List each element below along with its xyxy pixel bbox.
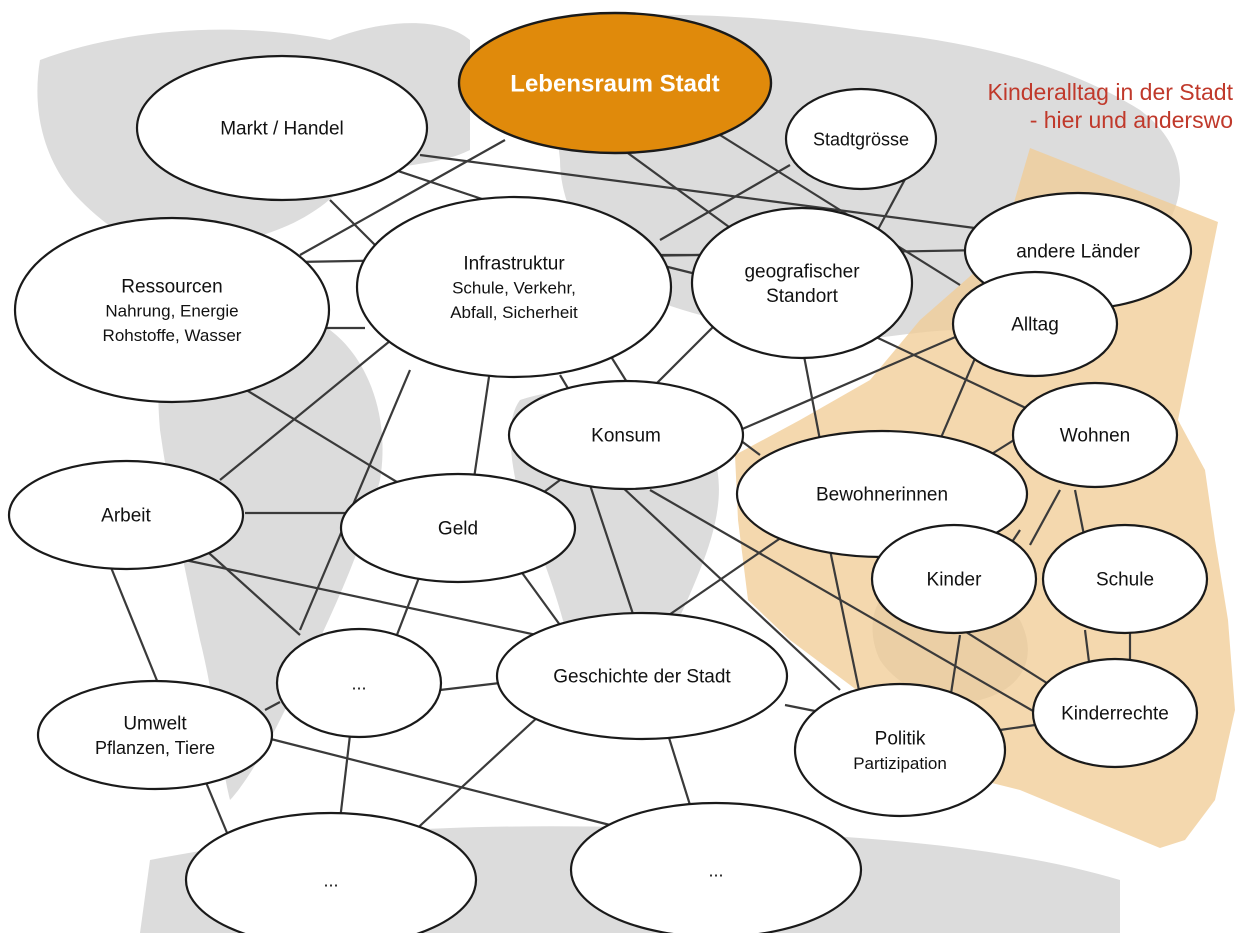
node-konsum[interactable]: Konsum: [507, 379, 745, 491]
edge: [409, 714, 541, 836]
node-placeholder-2[interactable]: ...: [184, 811, 478, 933]
node-label: Kinderrechte: [1061, 704, 1169, 725]
node-label: Kinder: [927, 570, 983, 591]
edge: [471, 369, 492, 486]
edge: [999, 723, 1036, 732]
edge: [828, 549, 862, 696]
node-label: Abfall, Sicherheit: [450, 303, 578, 322]
edge: [393, 574, 422, 641]
node-label: Ressourcen: [121, 276, 222, 297]
edge: [649, 489, 1041, 716]
node-label: Infrastruktur: [463, 253, 565, 274]
node-label: Wohnen: [1060, 426, 1130, 447]
node-label: Schule, Verkehr,: [452, 279, 576, 298]
edge: [649, 319, 721, 391]
node-wohnen[interactable]: Wohnen: [1011, 381, 1179, 489]
edge: [299, 139, 506, 256]
theme-line-1: Kinderalltag in der Stadt: [987, 79, 1234, 105]
node-label: Bewohnerinnen: [816, 485, 948, 506]
node-label: Markt / Handel: [220, 119, 344, 140]
node-label: ...: [351, 673, 366, 693]
node-placeholder-3[interactable]: ...: [569, 801, 863, 933]
node-label: ...: [323, 870, 338, 890]
edge: [954, 624, 1051, 686]
edge: [199, 544, 301, 636]
node-geschichte-der-stadt[interactable]: Geschichte der Stadt: [495, 611, 789, 741]
node-label: Geld: [438, 519, 478, 540]
node-label: Geschichte der Stadt: [553, 667, 731, 688]
node-stadtgroesse[interactable]: Stadtgrösse: [784, 87, 938, 191]
node-label: Arbeit: [101, 506, 151, 527]
edge: [588, 484, 642, 636]
node-label: Alltag: [1011, 315, 1059, 336]
edge: [298, 369, 412, 631]
edge: [739, 333, 961, 432]
edge: [254, 733, 611, 827]
node-geld[interactable]: Geld: [339, 472, 577, 584]
node-markt-handel[interactable]: Markt / Handel: [135, 54, 429, 202]
node-kinder[interactable]: Kinder: [870, 523, 1038, 635]
node-kinderrechte[interactable]: Kinderrechte: [1031, 657, 1199, 769]
node-placeholder-1[interactable]: ...: [275, 627, 443, 739]
edge: [419, 153, 991, 232]
node-label: Schule: [1096, 570, 1154, 591]
edge: [439, 681, 501, 692]
edge: [329, 199, 381, 251]
node-label: Nahrung, Energie: [105, 302, 238, 321]
node-label: Pflanzen, Tiere: [95, 738, 215, 758]
node-schule[interactable]: Schule: [1041, 523, 1209, 635]
edge: [1029, 489, 1061, 546]
node-label: Konsum: [591, 426, 661, 447]
node-label: Umwelt: [123, 713, 187, 734]
edge: [184, 558, 561, 642]
node-label: Politik: [875, 728, 926, 749]
edge: [649, 534, 786, 629]
node-label: ...: [708, 860, 723, 880]
edge: [338, 734, 352, 821]
edge: [519, 569, 561, 626]
node-label: geografischer: [744, 261, 860, 282]
edge: [679, 109, 961, 286]
theme-line-2: - hier und anderswo: [1029, 107, 1233, 133]
edge: [948, 634, 962, 701]
edge: [659, 164, 791, 241]
node-label: Standort: [766, 286, 839, 307]
node-label: Stadtgrösse: [813, 129, 909, 149]
node-label: andere Länder: [1016, 242, 1140, 263]
edge: [739, 439, 761, 456]
central-node-lebensraum-stadt[interactable]: Lebensraum Stadt: [457, 11, 773, 155]
edge: [609, 139, 741, 236]
node-label: Partizipation: [853, 754, 947, 773]
theme-annotation: Kinderalltag in der Stadt - hier und and…: [988, 78, 1234, 134]
edge: [264, 701, 281, 711]
node-alltag[interactable]: Alltag: [951, 270, 1119, 378]
edge: [229, 379, 411, 491]
edge: [203, 779, 232, 841]
node-label: Rohstoffe, Wasser: [103, 326, 242, 345]
node-arbeit[interactable]: Arbeit: [7, 459, 245, 571]
edge: [108, 564, 162, 689]
node-label: Lebensraum Stadt: [510, 70, 719, 97]
edge: [619, 484, 841, 691]
